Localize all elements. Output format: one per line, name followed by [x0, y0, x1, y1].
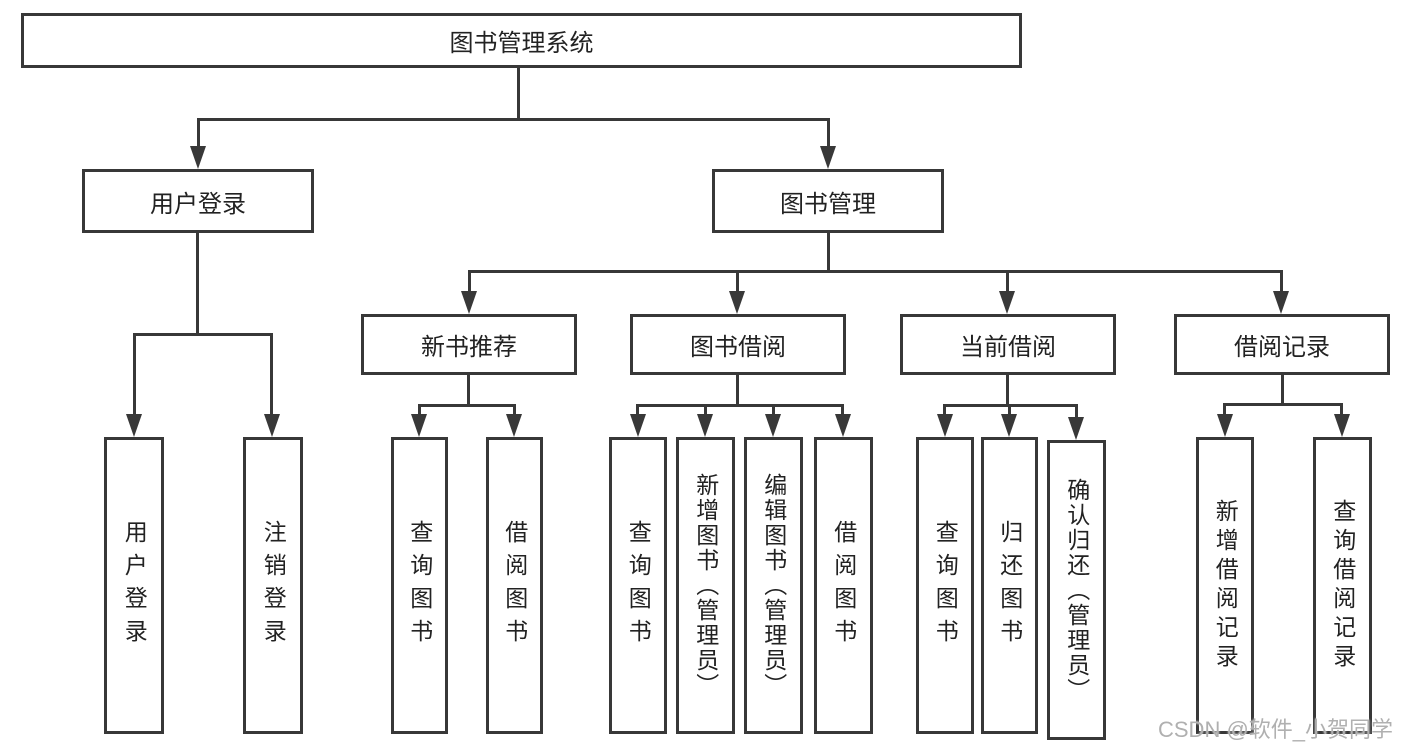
node-label: 用户登录 [150, 190, 246, 218]
node-label: 注销登录 [260, 519, 287, 652]
connector-line [1281, 375, 1284, 406]
arrowhead-icon [729, 291, 745, 314]
arrowhead-icon [126, 414, 142, 437]
leaf-query-books-borrowing: 查询图书 [609, 437, 667, 734]
arrowhead-icon [630, 414, 646, 437]
node-label: 图书管理 [780, 190, 876, 218]
node-label: 归还图书 [996, 519, 1023, 652]
node-label: 新增借阅记录 [1212, 498, 1239, 673]
arrowhead-icon [1273, 291, 1289, 314]
arrowhead-icon [765, 414, 781, 437]
connector-line [841, 404, 844, 417]
connector-line [1280, 270, 1283, 294]
connector-line [467, 375, 470, 407]
connector-line [1006, 375, 1009, 407]
node-label: 新书推荐 [421, 334, 517, 361]
node-label: 借阅记录 [1234, 334, 1330, 361]
connector-line [736, 375, 739, 407]
arrowhead-icon [697, 414, 713, 437]
leaf-query-books-recommend: 查询图书 [391, 437, 448, 734]
node-label: 编辑图书（管理员） [760, 473, 787, 698]
connector-line [827, 233, 830, 272]
arrowhead-icon [264, 414, 280, 437]
arrowhead-icon [937, 414, 953, 437]
node-label: 图书管理系统 [449, 30, 594, 57]
connector-line [1006, 270, 1009, 294]
node-new-book-recommend: 新书推荐 [361, 314, 577, 375]
connector-line [1223, 403, 1343, 406]
connector-line [133, 333, 136, 415]
leaf-query-borrow-record: 查询借阅记录 [1313, 437, 1372, 734]
connector-line [197, 118, 200, 150]
node-label: 借阅图书 [830, 519, 857, 652]
connector-line [468, 270, 1283, 273]
connector-line [468, 270, 471, 294]
arrowhead-icon [461, 291, 477, 314]
node-borrowing-records: 借阅记录 [1174, 314, 1390, 375]
node-current-borrowing: 当前借阅 [900, 314, 1116, 375]
node-label: 新增图书（管理员） [692, 473, 719, 698]
arrowhead-icon [1068, 417, 1084, 440]
arrowhead-icon [835, 414, 851, 437]
arrowhead-icon [820, 146, 836, 169]
arrowhead-icon [1334, 414, 1350, 437]
leaf-user-login: 用户登录 [104, 437, 164, 734]
node-label: 图书借阅 [690, 334, 786, 361]
node-label: 查询图书 [406, 519, 433, 652]
node-label: 查询借阅记录 [1329, 498, 1356, 673]
arrowhead-icon [1217, 414, 1233, 437]
node-library-management-system: 图书管理系统 [21, 13, 1022, 68]
connector-line [736, 270, 739, 294]
node-label: 借阅图书 [501, 519, 528, 652]
leaf-add-book-admin: 新增图书（管理员） [676, 437, 735, 734]
node-label: 查询图书 [932, 519, 959, 652]
leaf-add-borrow-record: 新增借阅记录 [1196, 437, 1254, 734]
node-book-borrowing: 图书借阅 [630, 314, 846, 375]
connector-line [827, 118, 830, 150]
connector-line [943, 404, 946, 417]
node-user-login: 用户登录 [82, 169, 314, 233]
connector-line [1223, 403, 1226, 417]
connector-line [197, 118, 830, 121]
leaf-confirm-return-admin: 确认归还（管理员） [1047, 440, 1106, 740]
arrowhead-icon [190, 146, 206, 169]
leaf-logout: 注销登录 [243, 437, 303, 734]
node-label: 当前借阅 [960, 334, 1056, 361]
connector-line [1340, 403, 1343, 417]
connector-line [270, 333, 273, 415]
leaf-borrow-books-borrowing: 借阅图书 [814, 437, 873, 734]
node-label: 查询图书 [625, 519, 652, 652]
watermark: CSDN @软件_小贺同学 [1158, 717, 1394, 742]
connector-line [513, 404, 516, 417]
connector-line [133, 333, 273, 336]
leaf-query-books-current: 查询图书 [916, 437, 974, 734]
connector-line [1075, 404, 1078, 419]
connector-line [636, 404, 639, 417]
node-book-management: 图书管理 [712, 169, 944, 233]
leaf-borrow-books-recommend: 借阅图书 [486, 437, 543, 734]
node-label: 用户登录 [121, 519, 148, 652]
connector-line [1008, 404, 1011, 417]
connector-line [704, 404, 707, 417]
connector-line [772, 404, 775, 417]
arrowhead-icon [411, 414, 427, 437]
connector-line [196, 233, 199, 335]
arrowhead-icon [1001, 414, 1017, 437]
node-label: 确认归还（管理员） [1063, 477, 1090, 703]
connector-line [418, 404, 421, 417]
arrowhead-icon [999, 291, 1015, 314]
arrowhead-icon [506, 414, 522, 437]
leaf-edit-book-admin: 编辑图书（管理员） [744, 437, 803, 734]
connector-line [636, 404, 844, 407]
connector-line [418, 404, 516, 407]
connector-line [517, 68, 520, 120]
leaf-return-book: 归还图书 [981, 437, 1038, 734]
